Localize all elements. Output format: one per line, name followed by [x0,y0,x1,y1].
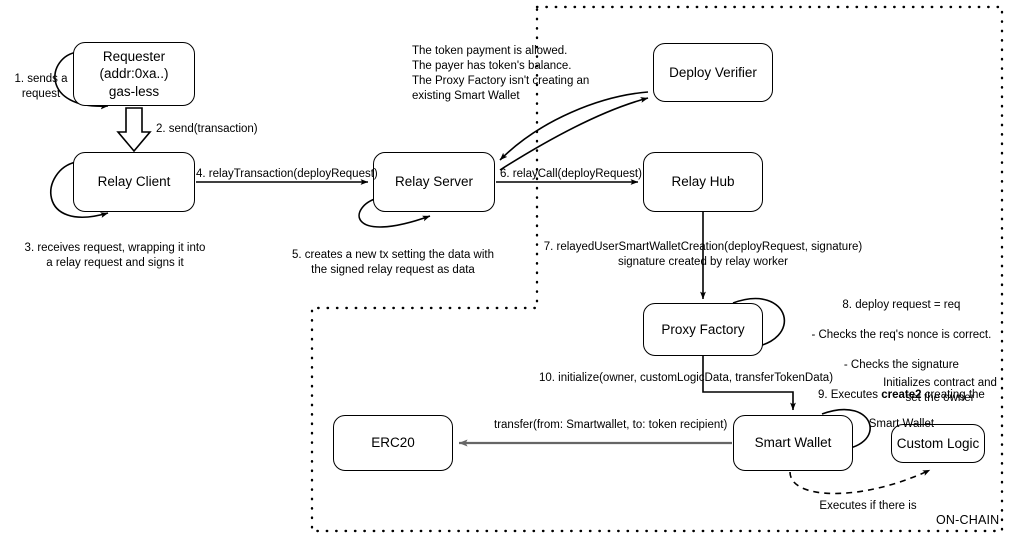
node-custom-logic[interactable]: Custom Logic [891,424,985,463]
node-deploy-verifier[interactable]: Deploy Verifier [653,43,773,102]
edge-executes-if-there-is [789,469,931,495]
annotation-factory-line5: Smart Wallet [868,418,935,431]
annotation-factory-line3: - Checks the signature [843,358,959,371]
node-erc20-label: ERC20 [371,435,415,451]
node-relay-hub-label: Relay Hub [671,174,735,190]
annotation-verifier-notes: The token payment is allowed. The payer … [412,45,590,102]
label-step2: 2. send(transaction) [156,123,258,135]
label-step1: 1. sends a request [14,73,68,100]
node-requester-line3: gas-less [108,83,160,99]
node-smart-wallet[interactable]: Smart Wallet [733,415,853,471]
label-step5: 5. creates a new tx setting the data wit… [291,249,494,276]
node-relay-client[interactable]: Relay Client [73,152,195,212]
edge-server-to-verifier [499,97,649,171]
annotation-factory-line2: - Checks the req's nonce is correct. [811,328,992,341]
node-requester-line1: Requester [102,49,166,65]
node-requester[interactable]: Requester (addr:0xa..) gas-less [73,42,195,106]
annotation-custom-logic-note: Initializes contract and set the owner [883,377,997,404]
node-custom-logic-label: Custom Logic [896,435,980,451]
label-step7: 7. relayedUserSmartWalletCreation(deploy… [543,241,863,268]
label-step6: 6. relayCall(deployRequest) [500,168,642,180]
node-smart-wallet-label: Smart Wallet [754,435,832,451]
node-relay-hub[interactable]: Relay Hub [643,152,763,212]
node-proxy-factory[interactable]: Proxy Factory [643,303,763,356]
label-executes-if-there-is: Executes if there is [819,500,917,512]
edge-relay-server-self [358,197,431,228]
edge-initialize [702,356,796,411]
node-requester-line2: (addr:0xa..) [99,66,169,82]
node-deploy-verifier-label: Deploy Verifier [669,64,757,80]
annotation-proxy-factory-notes: 8. deploy request = req - Checks the req… [782,283,1008,447]
annotation-factory-line4-bold: create2 [881,388,922,401]
annotation-factory-line1: 8. deploy request = req [842,298,961,311]
label-transfer: transfer(from: Smartwallet, to: token re… [494,419,728,431]
annotation-factory-line4-suffix: creating the [921,388,985,401]
edge-send-transaction [116,107,152,153]
edge-proxy-factory-self [732,297,786,351]
node-relay-client-label: Relay Client [97,174,171,190]
edge-verifier-to-server [499,91,649,161]
node-relay-server-label: Relay Server [394,174,474,190]
label-step4: 4. relayTransaction(deployRequest) [196,168,378,180]
label-step3: 3. receives request, wrapping it into a … [24,242,206,269]
label-step10: 10. initialize(owner, customLogicData, t… [539,372,834,384]
node-erc20[interactable]: ERC20 [333,415,453,471]
edge-relay-client-self [50,161,109,219]
annotation-factory-line4-prefix: 9. Executes [817,388,882,401]
node-proxy-factory-label: Proxy Factory [661,321,745,337]
on-chain-label: ON-CHAIN [936,513,1000,527]
node-relay-server[interactable]: Relay Server [373,152,495,212]
